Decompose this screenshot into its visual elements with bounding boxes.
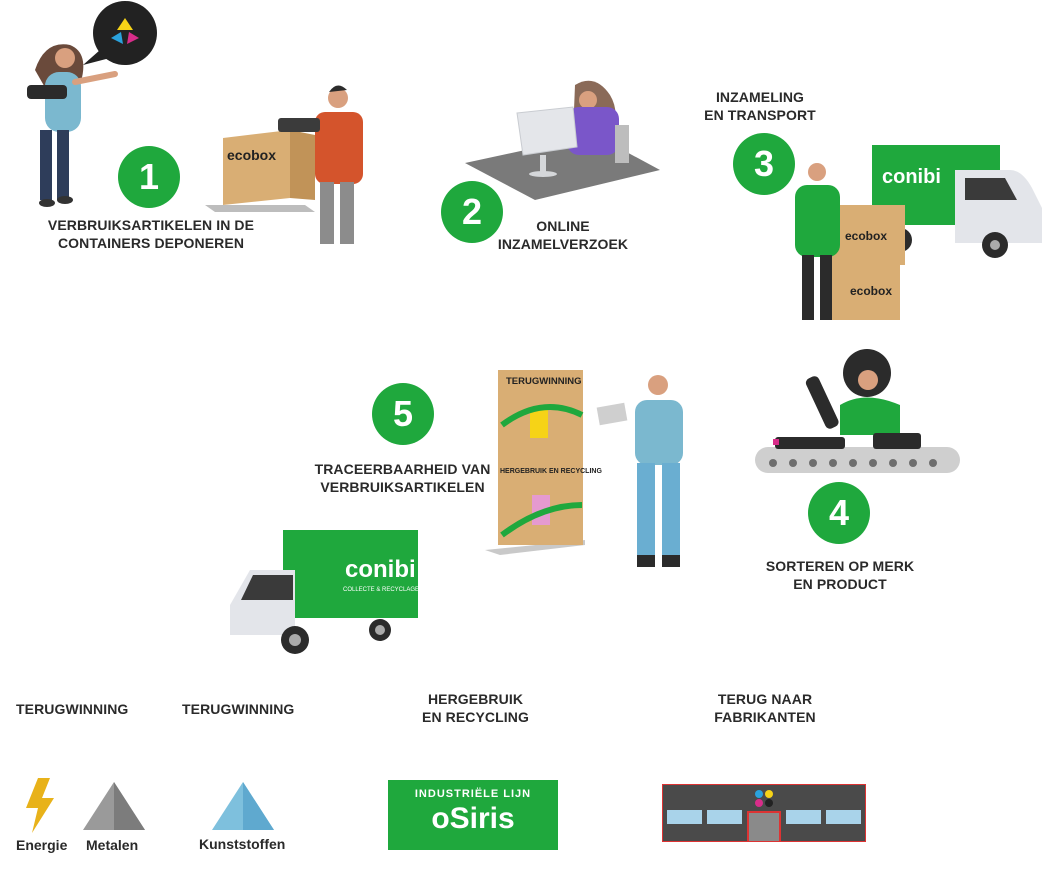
truck-bottom-brand: conibi <box>345 556 416 583</box>
step-3-number: 3 <box>733 133 795 195</box>
outcome-terug-line-1: TERUG NAAR <box>717 691 813 707</box>
step-3-label-line-2: EN TRANSPORT <box>704 107 816 123</box>
osiris-top-text: INDUSTRIËLE LIJN <box>414 788 532 800</box>
kunststoffen-label: Kunststoffen <box>199 836 286 852</box>
factory-icon <box>661 783 867 843</box>
step-4-label-line-2: EN PRODUCT <box>793 576 887 592</box>
bottom-truck: conibi COLLECTE & RECYCLAGE <box>225 525 425 660</box>
outcome-terugwinning-2: TERUGWINNING <box>182 701 295 717</box>
step-3-illustration: conibi ecobox ecobox <box>790 140 1050 335</box>
osiris-logo-text: oSiris <box>431 802 515 835</box>
step-3-label-line-1: INZAMELING <box>715 89 805 105</box>
step-5-label: TRACEERBAARHEID VAN VERBRUIKSARTIKELEN <box>310 460 495 496</box>
outcome-hergebruik: HERGEBRUIK EN RECYCLING <box>408 690 543 726</box>
ecobox-label: ecobox <box>227 147 276 163</box>
truck-3-brand: conibi <box>882 166 941 188</box>
kunststoffen-icon <box>212 782 274 830</box>
outcome-terug-line-2: FABRIKANTEN <box>714 709 816 725</box>
step-1-label-line-1: VERBRUIKSARTIKELEN IN DE <box>47 217 255 233</box>
step-4-label-line-1: SORTEREN OP MERK <box>765 558 915 574</box>
outcome-hergebruik-line-2: EN RECYCLING <box>422 709 529 725</box>
step-2-illustration <box>465 75 675 205</box>
step-1-label: VERBRUIKSARTIKELEN IN DE CONTAINERS DEPO… <box>36 216 266 252</box>
energie-icon <box>20 778 60 833</box>
ecobox-label-3b: ecobox <box>850 284 892 298</box>
step-5-label-line-1: TRACEERBAARHEID VAN <box>314 461 491 477</box>
outcome-hergebruik-line-1: HERGEBRUIK <box>427 691 524 707</box>
step-1-number: 1 <box>118 146 180 208</box>
step-3-label: INZAMELING EN TRANSPORT <box>700 88 820 124</box>
step-5-number: 5 <box>372 383 434 445</box>
step-4-illustration <box>755 345 965 475</box>
step-5-illustration: TERUGWINNING HERGEBRUIK EN RECYCLING <box>480 365 710 580</box>
step-5-label-line-2: VERBRUIKSARTIKELEN <box>320 479 485 495</box>
step-2-label: ONLINE INZAMELVERZOEK <box>488 217 638 253</box>
traceability-illustration: TERUGWINNING HERGEBRUIK EN RECYCLING <box>485 370 683 567</box>
ecobox-label-3a: ecobox <box>845 229 887 243</box>
osiris-logo: INDUSTRIËLE LIJN oSiris <box>388 780 558 850</box>
energie-label: Energie <box>16 837 68 853</box>
box-hergebruik-label: HERGEBRUIK EN RECYCLING <box>500 468 602 475</box>
metalen-icon <box>83 782 145 830</box>
collection-transport-illustration: conibi ecobox ecobox <box>795 145 1042 320</box>
step-1-label-line-2: CONTAINERS DEPONEREN <box>57 235 245 251</box>
truck-bottom-tagline: COLLECTE & RECYCLAGE <box>343 587 419 593</box>
step-1-illustration: ecobox <box>15 0 375 260</box>
outcome-terugwinning-1: TERUGWINNING <box>16 701 129 717</box>
box-terugwinning-label: TERUGWINNING <box>506 376 581 387</box>
step-2-label-line-2: INZAMELVERZOEK <box>497 236 629 252</box>
step-4-label: SORTEREN OP MERK EN PRODUCT <box>755 557 925 593</box>
online-request-illustration <box>465 80 660 200</box>
recycle-speech-illustration: ecobox <box>27 1 363 244</box>
truck-illustration: conibi COLLECTE & RECYCLAGE <box>230 530 419 654</box>
sorting-illustration <box>755 349 960 473</box>
metalen-label: Metalen <box>86 837 139 853</box>
outcome-terug: TERUG NAAR FABRIKANTEN <box>705 690 825 726</box>
step-4-number: 4 <box>808 482 870 544</box>
step-2-label-line-1: ONLINE <box>536 218 590 234</box>
step-2-number: 2 <box>441 181 503 243</box>
